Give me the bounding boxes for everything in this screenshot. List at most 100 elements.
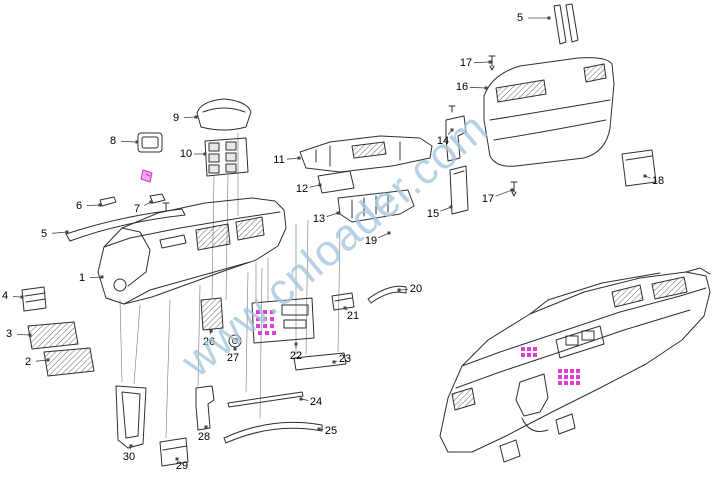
callout-label: 28 (198, 431, 210, 443)
callout-endpoint (135, 140, 139, 144)
part-27-knob (228, 334, 242, 348)
callout-leader-line (398, 289, 409, 291)
callout-endpoint (175, 457, 179, 461)
part-23-tray (293, 352, 347, 371)
callout-label: 29 (176, 460, 188, 472)
callout-label: 15 (427, 208, 439, 220)
callout-label: 17 (482, 193, 494, 205)
callout-endpoint (336, 211, 340, 215)
callout-label: 23 (339, 353, 351, 365)
part-8-cover (137, 132, 163, 153)
callout-leader-line (35, 359, 49, 362)
callout-label: 14 (437, 135, 449, 147)
callout-endpoint (450, 128, 454, 132)
part-22-control-panel (251, 297, 315, 344)
callout-endpoint (387, 231, 391, 235)
callout-leader-line (183, 116, 197, 119)
callout-leader-line (86, 204, 101, 207)
callout-endpoint (203, 152, 207, 156)
part-5-pillar-strip-top (553, 3, 579, 45)
callout-endpoint (318, 183, 322, 187)
callout-label: 3 (6, 328, 12, 340)
callout-leader-line (89, 276, 103, 278)
part-17-screw-top (488, 55, 496, 71)
callout-endpoint (46, 358, 50, 362)
callout-label: 17 (460, 57, 472, 69)
callout-endpoint (20, 295, 24, 299)
callout-endpoint (449, 205, 453, 209)
callout-label: 1 (79, 272, 85, 284)
callout-leader-line (326, 212, 339, 217)
callout-label: 19 (365, 235, 377, 247)
callout-endpoint (98, 203, 102, 207)
callout-endpoint (488, 60, 492, 64)
callout-endpoint (149, 200, 153, 204)
part-14-corner-bracket (445, 105, 467, 162)
instrument-cluster (555, 325, 605, 359)
callout-endpoint (299, 397, 303, 401)
part-20-curved-trim (367, 285, 407, 304)
part-21-small-panel (331, 292, 355, 311)
callout-leader-line (309, 184, 321, 188)
callout-endpoint (332, 360, 336, 364)
callout-label: 18 (652, 175, 664, 187)
part-29-panel (159, 437, 189, 467)
callout-endpoint (209, 329, 213, 333)
callout-leader-line (16, 333, 31, 336)
callout-leader-line (51, 231, 68, 234)
callout-label: 5 (41, 228, 47, 240)
callout-endpoint (643, 174, 647, 178)
highlighted-buttons (256, 310, 276, 335)
callout-leader-line (378, 232, 390, 239)
callout-label: 20 (410, 283, 422, 295)
part-15-vertical-panel (449, 165, 469, 215)
highlighted-switches (521, 347, 580, 385)
callout-leader-line (12, 296, 23, 298)
callout-label: 8 (110, 135, 116, 147)
part-11-air-duct-upper (299, 135, 433, 173)
callout-label: 27 (227, 352, 239, 364)
callout-label: 25 (325, 425, 337, 437)
callout-label: 21 (347, 310, 359, 322)
callout-label: 10 (180, 148, 192, 160)
callout-label: 30 (123, 451, 135, 463)
callout-label: 6 (76, 200, 82, 212)
callout-label: 5 (517, 12, 523, 24)
callout-endpoint (547, 16, 551, 20)
part-17-screw-bottom (510, 181, 518, 197)
part-28-bracket (195, 385, 215, 431)
callout-leader-line (469, 86, 487, 89)
callout-endpoint (233, 347, 237, 351)
callout-endpoint (28, 333, 32, 337)
callout-label: 9 (173, 112, 179, 124)
part-7-bracket (149, 193, 170, 212)
callout-endpoint (194, 115, 198, 119)
part-10-switch-block (204, 137, 249, 177)
callout-label: 24 (310, 396, 322, 408)
callout-label: 16 (456, 81, 468, 93)
callout-endpoint (204, 425, 208, 429)
callout-label: 26 (203, 336, 215, 348)
assembly-leader-lines (119, 132, 341, 439)
part-4-end-panel (21, 286, 47, 312)
callout-label: 22 (290, 350, 302, 362)
callout-endpoint (317, 427, 321, 431)
steering-column (515, 373, 549, 432)
part-2-air-vent (43, 347, 95, 377)
callout-label: 4 (2, 290, 8, 302)
callout-endpoint (297, 156, 301, 160)
callout-leader-line (120, 140, 138, 143)
callout-endpoint (100, 275, 104, 279)
part-30-side-panel (115, 385, 147, 449)
part-12-duct-joint (317, 170, 355, 194)
callout-leader-line (440, 206, 452, 212)
callout-endpoint (343, 306, 347, 310)
callout-endpoint (65, 230, 69, 234)
part-13-air-duct-lower (337, 189, 415, 223)
highlighted-connector (140, 169, 153, 183)
callout-leader-line (495, 189, 513, 197)
part-16-upper-trim-panel (483, 57, 615, 167)
part-3-air-vent (27, 321, 79, 350)
